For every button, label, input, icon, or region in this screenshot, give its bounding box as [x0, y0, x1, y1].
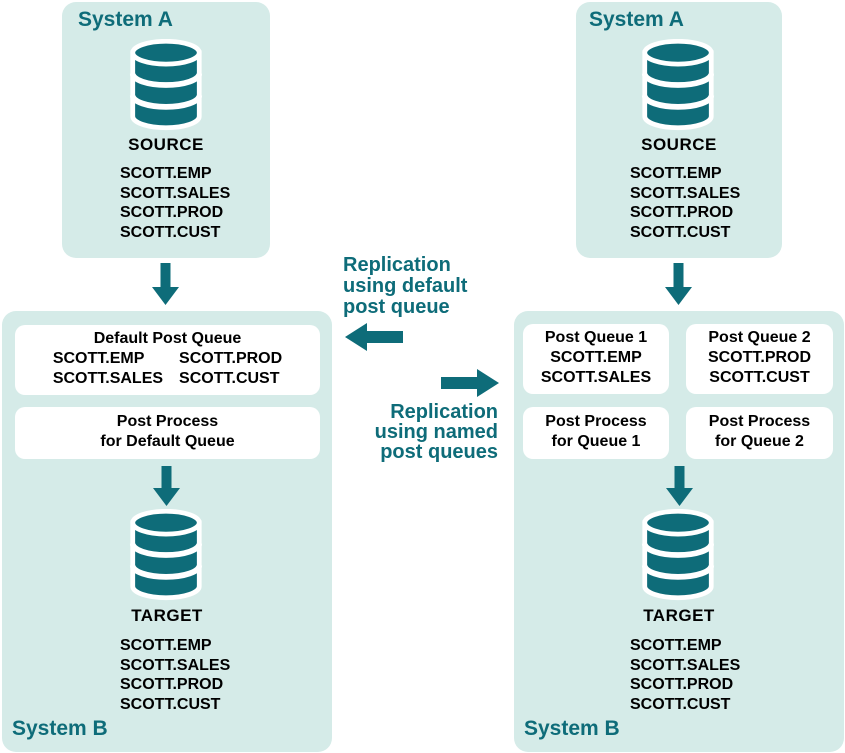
table-name: SCOTT.SALES: [630, 656, 741, 674]
source-table-list: SCOTT.EMP SCOTT.SALES SCOTT.PROD SCOTT.C…: [120, 164, 230, 242]
target-db-label: TARGET: [643, 606, 715, 625]
table-name: SCOTT.CUST: [179, 370, 280, 387]
left-system-b-title: System B: [12, 717, 108, 740]
label-line: Replication: [343, 254, 451, 276]
process-box-line: for Default Queue: [100, 433, 235, 450]
queue-box-title: Post Queue 2: [708, 329, 811, 346]
process-box-line: for Queue 1: [551, 433, 641, 450]
table-name: SCOTT.SALES: [540, 369, 652, 386]
default-post-queue-box: Default Post Queue SCOTT.EMP SCOTT.SALES…: [15, 325, 320, 395]
arrow-down-icon: [665, 263, 692, 305]
named-replication-label: Replication using named post queues: [338, 402, 498, 462]
table-name: SCOTT.EMP: [120, 165, 212, 182]
table-name: SCOTT.PROD: [179, 350, 283, 367]
queue-box-title: Post Queue 1: [544, 329, 648, 346]
table-name: SCOTT.CUST: [120, 695, 221, 713]
label-line: post queue: [343, 296, 450, 318]
process-box-line: Post Process: [545, 413, 647, 430]
database-icon: [641, 39, 715, 131]
queue-table-columns: SCOTT.EMP SCOTT.SALES SCOTT.PROD SCOTT.C…: [15, 349, 320, 389]
left-system-a-panel: System A SOURCE SCOTT.EMP SCOTT.SALES SC…: [62, 2, 270, 258]
source-table-list: SCOTT.EMP SCOTT.SALES SCOTT.PROD SCOTT.C…: [630, 164, 740, 242]
table-name: SCOTT.CUST: [630, 695, 731, 713]
process-box-line: Post Process: [116, 413, 219, 430]
table-name: SCOTT.CUST: [120, 223, 221, 241]
queue-box-title: Default Post Queue: [93, 330, 242, 347]
left-system-b-panel: Default Post Queue SCOTT.EMP SCOTT.SALES…: [2, 311, 332, 752]
table-name: SCOTT.EMP: [120, 637, 212, 654]
table-name: SCOTT.SALES: [120, 656, 231, 674]
label-line: using default: [343, 275, 468, 297]
right-system-b-title: System B: [524, 717, 620, 740]
table-name: SCOTT.PROD: [630, 204, 734, 221]
label-line: Replication: [390, 401, 498, 423]
label-line: post queues: [380, 441, 498, 463]
queue-column-1: SCOTT.EMP SCOTT.SALES: [53, 349, 163, 389]
default-post-process-box: Post Process for Default Queue: [15, 407, 320, 459]
table-name: SCOTT.PROD: [120, 204, 224, 221]
right-system-a-title: System A: [589, 8, 684, 31]
table-name: SCOTT.PROD: [630, 676, 734, 693]
table-name: SCOTT.CUST: [709, 369, 810, 386]
table-name: SCOTT.CUST: [630, 223, 731, 241]
target-table-list: SCOTT.EMP SCOTT.SALES SCOTT.PROD SCOTT.C…: [120, 636, 230, 714]
table-name: SCOTT.SALES: [630, 184, 741, 202]
target-table-list: SCOTT.EMP SCOTT.SALES SCOTT.PROD SCOTT.C…: [630, 636, 740, 714]
table-name: SCOTT.EMP: [630, 165, 722, 182]
arrow-down-icon: [666, 466, 693, 506]
table-name: SCOTT.EMP: [550, 349, 642, 366]
database-icon: [641, 509, 715, 601]
table-name: SCOTT.SALES: [120, 184, 231, 202]
arrow-right-icon: [441, 369, 499, 397]
table-name: SCOTT.EMP: [52, 350, 145, 367]
source-db-label: SOURCE: [641, 135, 717, 154]
arrow-left-icon: [345, 323, 403, 351]
label-line: using named: [374, 421, 498, 443]
table-name: SCOTT.SALES: [52, 370, 164, 387]
process-box-line: for Queue 2: [715, 433, 804, 450]
queue-column-2: SCOTT.PROD SCOTT.CUST: [179, 349, 282, 389]
source-db-label: SOURCE: [128, 135, 204, 154]
post-queue-2-box: Post Queue 2 SCOTT.PROD SCOTT.CUST: [686, 324, 833, 394]
post-process-2-box: Post Process for Queue 2: [686, 407, 833, 459]
target-db-label: TARGET: [131, 606, 203, 625]
post-process-1-box: Post Process for Queue 1: [523, 407, 669, 459]
table-name: SCOTT.EMP: [630, 637, 722, 654]
database-icon: [129, 39, 203, 131]
post-queue-1-box: Post Queue 1 SCOTT.EMP SCOTT.SALES: [523, 324, 669, 394]
table-name: SCOTT.PROD: [120, 676, 224, 693]
right-system-b-panel: Post Queue 1 SCOTT.EMP SCOTT.SALES Post …: [514, 311, 844, 752]
table-name: SCOTT.PROD: [707, 349, 812, 366]
default-replication-label: Replication using default post queue: [343, 255, 467, 318]
database-icon: [129, 509, 203, 601]
arrow-down-icon: [153, 466, 180, 506]
process-box-line: Post Process: [708, 413, 811, 430]
arrow-down-icon: [152, 263, 179, 305]
left-system-a-title: System A: [78, 8, 173, 31]
right-system-a-panel: System A SOURCE SCOTT.EMP SCOTT.SALES SC…: [576, 2, 782, 258]
